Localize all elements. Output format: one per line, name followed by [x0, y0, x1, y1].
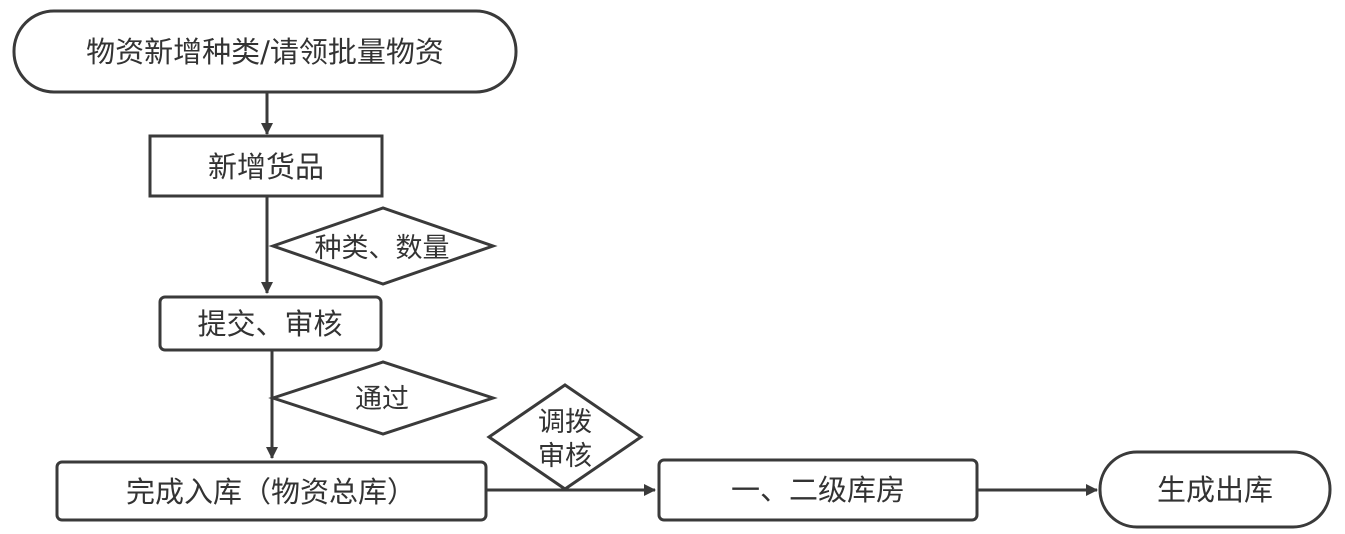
node-submit-review: 提交、审核 — [158, 295, 383, 352]
node-start: 物资新增种类/请领批量物资 — [12, 9, 518, 94]
decision-transfer-review-line1: 调拨 — [538, 407, 592, 438]
decision-approved-label: 通过 — [355, 384, 409, 415]
node-inbound-complete: 完成入库（物资总库） — [55, 460, 488, 522]
node-outbound: 生成出库 — [1098, 450, 1332, 529]
node-warehouse-levels-label: 一、二级库房 — [731, 473, 905, 507]
node-submit-review-label: 提交、审核 — [197, 307, 342, 341]
node-add-goods: 新增货品 — [148, 134, 384, 198]
node-add-goods-label: 新增货品 — [208, 150, 324, 184]
node-inbound-complete-label: 完成入库（物资总库） — [126, 475, 416, 509]
node-warehouse-levels: 一、二级库房 — [657, 458, 979, 522]
node-start-label: 物资新增种类/请领批量物资 — [86, 35, 444, 69]
decision-transfer-review-line2: 审核 — [538, 441, 592, 472]
decision-transfer-review: 调拨 审核 — [486, 383, 644, 491]
decision-category-qty: 种类、数量 — [268, 206, 498, 286]
decision-approved: 通过 — [268, 360, 498, 436]
node-outbound-label: 生成出库 — [1157, 473, 1273, 507]
decision-category-qty-label: 种类、数量 — [315, 233, 450, 264]
